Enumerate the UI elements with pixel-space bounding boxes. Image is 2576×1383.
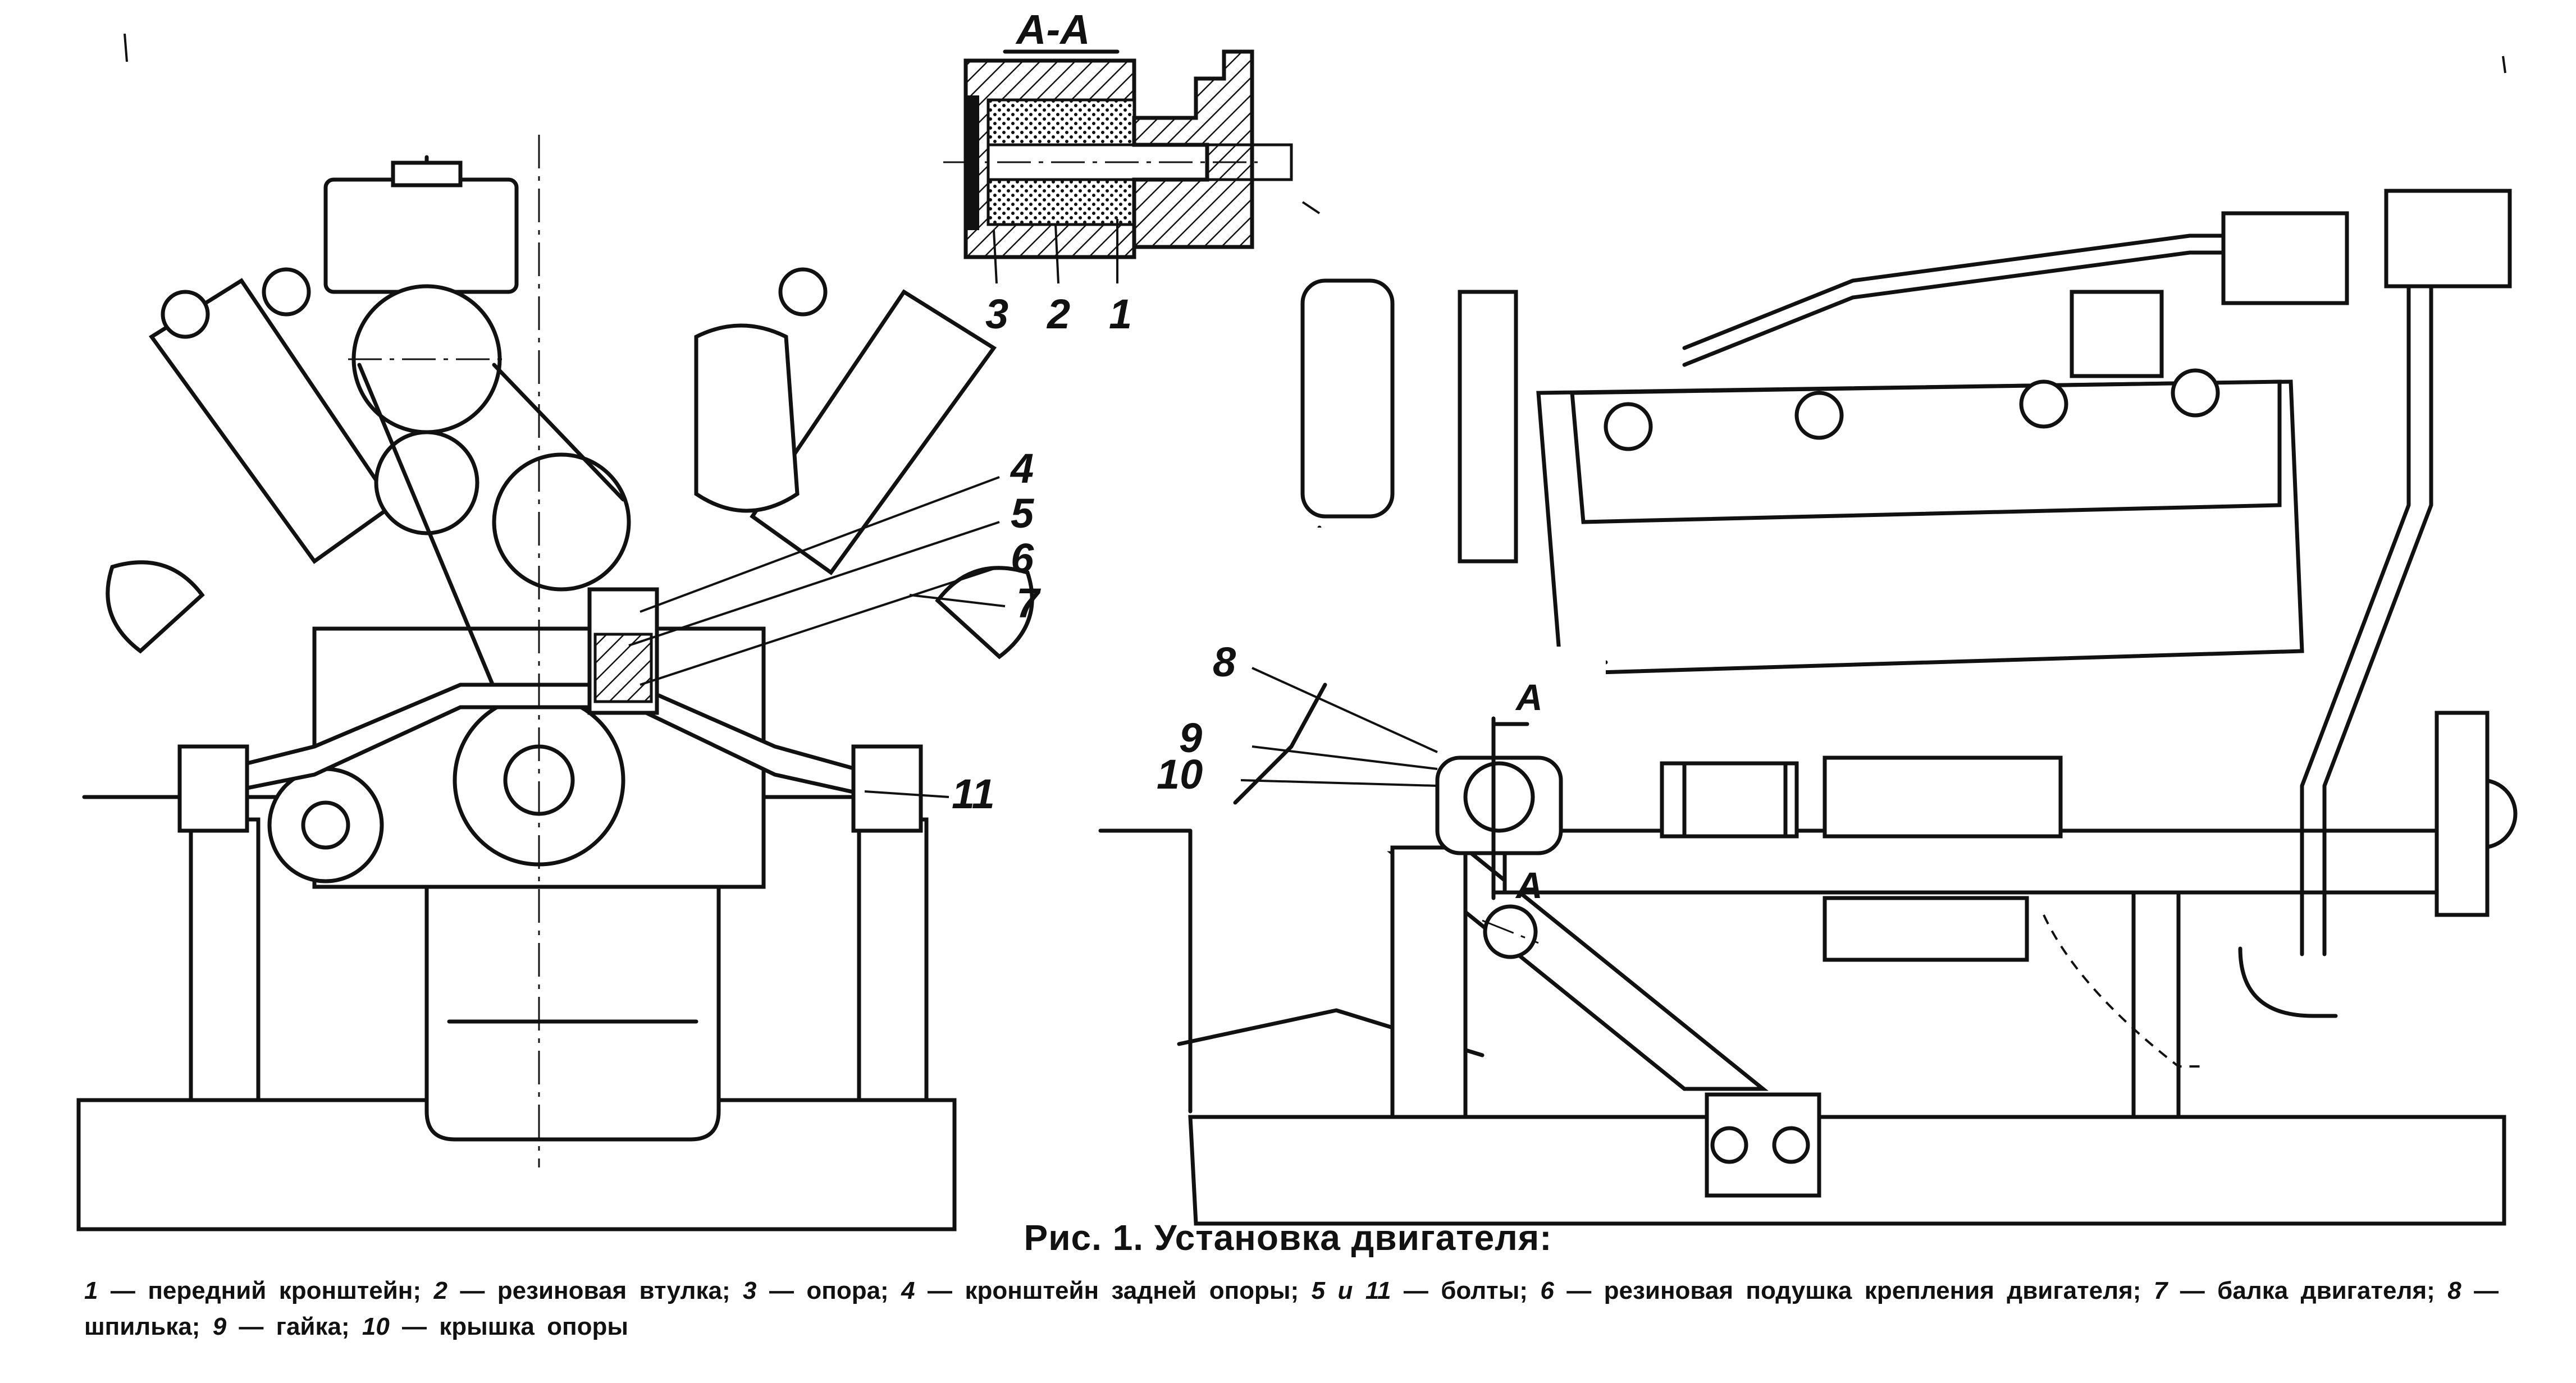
legend-item: 7 — балка двигателя; (2153, 1277, 2435, 1304)
legend-item-text: резиновая втулка; (497, 1277, 730, 1304)
engine-front-view: 4 5 6 7 11 (76, 135, 1042, 1231)
legend-item-text: передний кронштейн; (148, 1277, 422, 1304)
callout-10: 10 (1157, 751, 1203, 798)
figure-caption-title: Рис. 1. Установка двигателя: (1024, 1217, 1552, 1258)
callout-5: 5 (1011, 490, 1035, 537)
oil-pan (424, 873, 721, 1142)
ignition-coil (2384, 189, 2512, 288)
legend-item: 2 — резиновая втулка; (433, 1277, 730, 1304)
callout-3: 3 (985, 291, 1008, 337)
callout-6: 6 (1011, 535, 1034, 581)
rubber-bushing-section (986, 98, 1136, 146)
legend-item-number: 6 (1540, 1277, 1554, 1304)
legend-item-text: балка двигателя; (2217, 1277, 2435, 1304)
legend-item-number: 1 (84, 1277, 98, 1304)
section-mark-top: А (1515, 676, 1543, 718)
air-filter-box (323, 177, 519, 294)
callout-7: 7 (1016, 580, 1042, 626)
figure-legend: 1 — передний кронштейн; 2 — резиновая вт… (84, 1273, 2499, 1345)
air-cleaner (1300, 278, 1395, 519)
callout-4: 4 (1010, 445, 1034, 492)
callout-2: 2 (1046, 291, 1070, 337)
carburetor (2221, 211, 2349, 305)
side-frame-rail (1188, 1115, 2506, 1226)
legend-item-text: кронштейн задней опоры; (965, 1277, 1299, 1304)
callout-1: 1 (1109, 291, 1132, 337)
generator-pulley (492, 452, 631, 592)
legend-item-number: 8 (2447, 1277, 2461, 1304)
right-cylinder-head (750, 289, 997, 575)
legend-item-number: 9 (212, 1313, 227, 1340)
legend-item-text: резиновая подушка крепления двигателя; (1604, 1277, 2141, 1304)
legend-item-number: 5 и 11 (1311, 1277, 1391, 1304)
legend-item-number: 2 (433, 1277, 447, 1304)
section-a-a-view: А-А 3 2 1 (943, 6, 1293, 337)
legend-item: 9 — гайка; (212, 1313, 350, 1340)
engine-side-view: А А 8 9 10 (1098, 189, 2518, 1226)
legend-item-text: шпилька; (84, 1313, 200, 1340)
legend-item: 5 и 11 — болты; (1311, 1277, 1528, 1304)
callout-11: 11 (952, 771, 995, 817)
legend-item-text: болты; (1441, 1277, 1528, 1304)
legend-item-text: крышка опоры (439, 1313, 628, 1340)
legend-item: 4 — кронштейн задней опоры; (901, 1277, 1299, 1304)
legend-item-text: опора; (806, 1277, 889, 1304)
section-mark-bottom: А (1515, 864, 1543, 906)
legend-item-number: 4 (901, 1277, 915, 1304)
legend-item: 3 — опора; (743, 1277, 889, 1304)
legend-item-number: 7 (2153, 1277, 2168, 1304)
front-bracket-section (1132, 49, 1254, 249)
section-a-a-label: А-А (1015, 6, 1090, 53)
legend-item: 8 — шпилька; (84, 1277, 2499, 1340)
oil-filter (694, 323, 800, 513)
callout-9: 9 (1179, 715, 1202, 761)
fan (1458, 290, 1518, 564)
legend-item: 1 — передний кронштейн; (84, 1277, 422, 1304)
legend-item-number: 10 (362, 1313, 390, 1340)
callout-8: 8 (1213, 639, 1236, 685)
legend-item-number: 3 (743, 1277, 757, 1304)
legend-item: 6 — резиновая подушка крепления двигател… (1540, 1277, 2141, 1304)
legend-item-text: гайка; (276, 1313, 350, 1340)
side-rail-upper (1502, 828, 2450, 895)
legend-item: 10 — крышка опоры (362, 1313, 628, 1340)
